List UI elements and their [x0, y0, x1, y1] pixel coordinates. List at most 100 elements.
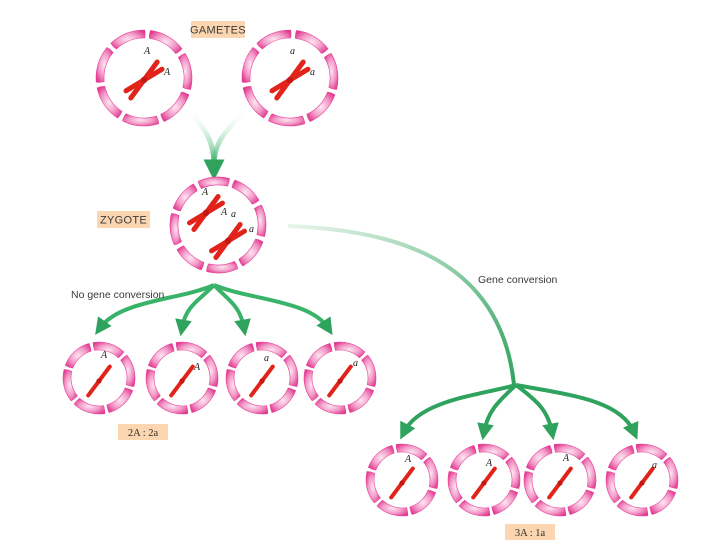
membrane-segment: [423, 456, 439, 489]
membrane-segment: [189, 387, 217, 413]
membrane-segment: [197, 176, 230, 189]
membrane-segment: [225, 369, 241, 402]
allele-label: A: [201, 187, 209, 198]
conversion-product-cell: a: [605, 443, 679, 517]
allele-label: a: [249, 224, 254, 235]
allele-label: A: [485, 458, 493, 469]
zygote-label-box: [97, 211, 150, 228]
no-conversion-product-cell: a: [303, 341, 377, 415]
arrow-gamete-left-to-zygote: [186, 106, 217, 166]
ratio-conversion: 3A : 1a: [505, 524, 555, 540]
membrane-segment: [268, 113, 306, 127]
membrane-segment: [227, 343, 255, 369]
centromere: [96, 378, 102, 384]
membrane-segment: [145, 369, 161, 402]
allele-label: A: [562, 453, 570, 464]
membrane-segment: [203, 354, 219, 387]
membrane-segment: [491, 489, 519, 515]
membrane-segment: [156, 397, 189, 415]
allele-label: A: [163, 67, 171, 78]
membrane-segment: [172, 183, 198, 212]
conversion-branches: [400, 383, 639, 441]
membrane-segment: [241, 47, 260, 83]
centromere: [140, 76, 148, 84]
allele-label: a: [652, 460, 657, 471]
membrane-segment: [616, 499, 649, 517]
allele-label: A: [404, 454, 412, 465]
membrane-segment: [206, 261, 239, 274]
gametes-label-text: GAMETES: [190, 25, 246, 37]
membrane-segment: [314, 397, 347, 415]
no-conversion-product-cell: A: [145, 341, 219, 415]
membrane-segment: [295, 30, 329, 54]
membrane-segment: [169, 213, 182, 246]
membrane-segment: [361, 354, 377, 387]
allele-label: a: [353, 358, 358, 369]
membrane-segment: [110, 29, 146, 50]
ratio-conversion-text: 3A : 1a: [515, 528, 546, 539]
centromere: [557, 480, 563, 486]
membrane-segment: [523, 471, 539, 504]
membrane-segment: [269, 387, 297, 413]
ratio-no-conversion-text: 2A : 2a: [128, 428, 159, 439]
no-conversion-branches: [95, 283, 333, 337]
ratio-no-conversion-box: [118, 424, 168, 440]
gametes-label: GAMETES: [190, 21, 246, 38]
centromere: [639, 480, 645, 486]
ratio-no-conversion: 2A : 2a: [118, 424, 168, 440]
membrane-segment: [256, 29, 292, 50]
membrane-segment: [365, 471, 381, 504]
membrane-segment: [73, 397, 106, 415]
no-conversion-product-cell: a: [225, 341, 299, 415]
membrane-segment: [347, 387, 375, 413]
membrane-segment: [376, 499, 409, 517]
membrane-segment: [635, 443, 668, 461]
centromere: [286, 76, 294, 84]
membrane-segment: [149, 30, 183, 54]
gene-conversion-path: [287, 224, 516, 386]
centromere: [399, 480, 405, 486]
conversion-product-cell: A: [365, 443, 439, 517]
membrane-segment: [231, 179, 260, 205]
membrane-segment: [505, 456, 521, 489]
membrane-segment: [649, 489, 677, 515]
membrane-segment: [242, 85, 269, 119]
zygote-label: ZYGOTE: [97, 211, 150, 228]
membrane-segment: [122, 113, 160, 127]
membrane-segment: [177, 53, 193, 90]
membrane-segment: [607, 445, 635, 471]
allele-label: A: [220, 207, 228, 218]
membrane-segment: [305, 343, 333, 369]
membrane-segment: [120, 354, 136, 387]
gametes-label-box: [191, 21, 245, 38]
centromere: [259, 378, 265, 384]
conversion-product-cell: A: [447, 443, 521, 517]
centromere: [481, 480, 487, 486]
membrane-segment: [62, 369, 78, 402]
centromere: [179, 378, 185, 384]
gene-conversion-label: Gene conversion: [478, 274, 558, 286]
gamete-cell: aa: [241, 29, 339, 127]
membrane-segment: [303, 369, 319, 402]
membrane-segment: [238, 238, 264, 267]
conversion-product-cell: A: [523, 443, 597, 517]
zygote-label-text: ZYGOTE: [100, 215, 147, 227]
membrane-segment: [581, 456, 597, 489]
membrane-segment: [323, 53, 339, 90]
membrane-segment: [96, 85, 123, 119]
membrane-segment: [409, 489, 437, 515]
arrow-gamete-right-to-zygote: [211, 106, 248, 166]
allele-label: A: [193, 362, 201, 373]
allele-label: a: [310, 67, 315, 78]
no-conversion-product-cell: A: [62, 341, 136, 415]
ratio-conversion-box: [505, 524, 555, 540]
allele-label: a: [231, 209, 236, 220]
membrane-segment: [106, 387, 134, 413]
membrane-segment: [95, 47, 114, 83]
centromere: [202, 209, 210, 217]
allele-label: A: [143, 46, 151, 57]
membrane-segment: [306, 91, 336, 122]
membrane-segment: [283, 354, 299, 387]
membrane-segment: [254, 204, 267, 237]
